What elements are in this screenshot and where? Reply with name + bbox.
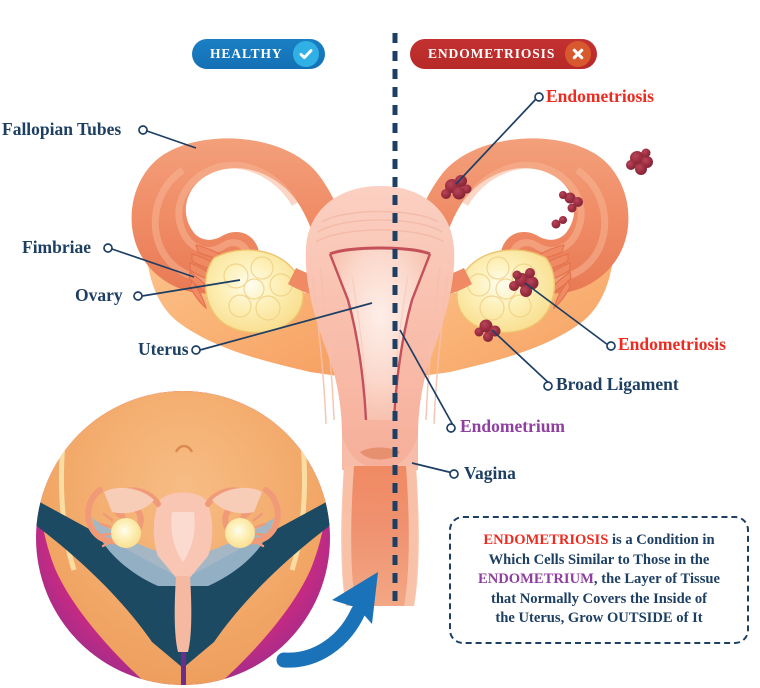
- label-uterus: Uterus: [138, 339, 189, 359]
- ovary-right: [456, 249, 556, 334]
- check-icon: [292, 41, 319, 67]
- info-keyword-endometriosis: ENDOMETRIOSIS: [483, 532, 609, 549]
- label-broad-ligament: Broad Ligament: [556, 374, 679, 394]
- leader-lines: [103, 92, 616, 479]
- cross-icon: [565, 41, 592, 67]
- label-endometriosis-upper: Endometriosis: [546, 86, 654, 106]
- badge-endometriosis[interactable]: ENDOMETRIOSIS: [410, 39, 598, 69]
- label-vagina: Vagina: [464, 463, 516, 483]
- info-line5: the Uterus, Grow OUTSIDE of It: [495, 610, 703, 627]
- label-fimbriae: Fimbriae: [22, 237, 92, 257]
- curved-arrow-icon: [276, 572, 378, 668]
- info-keyword-endometrium: ENDOMETRIUM: [477, 571, 594, 588]
- badge-healthy-label: HEALTHY: [210, 46, 283, 61]
- info-line4: that Normally Covers the Inside of: [490, 590, 708, 607]
- badge-endometriosis-label: ENDOMETRIOSIS: [428, 46, 556, 61]
- label-ovary: Ovary: [75, 285, 123, 305]
- endometriosis-lesions: [441, 148, 653, 342]
- info-line3-rest: , the Layer of Tissue: [593, 571, 721, 588]
- label-endometriosis-lower: Endometriosis: [618, 334, 726, 354]
- info-box-text: ENDOMETRIOSIS is a Condition in Which Ce…: [478, 531, 720, 629]
- info-box: ENDOMETRIOSIS is a Condition in Which Ce…: [449, 516, 749, 644]
- info-line2: Which Cells Similar to Those in the: [488, 551, 710, 568]
- ovary-left: [204, 249, 304, 334]
- badge-healthy[interactable]: HEALTHY: [192, 39, 325, 69]
- label-fallopian-tubes: Fallopian Tubes: [2, 119, 122, 139]
- pelvis-inset-illustration: [36, 391, 378, 685]
- info-line1-rest: is a Condition in: [608, 532, 715, 549]
- healthy-side-anatomy: [131, 138, 352, 378]
- uterus-cross-section: [305, 186, 455, 606]
- label-endometrium: Endometrium: [460, 416, 565, 436]
